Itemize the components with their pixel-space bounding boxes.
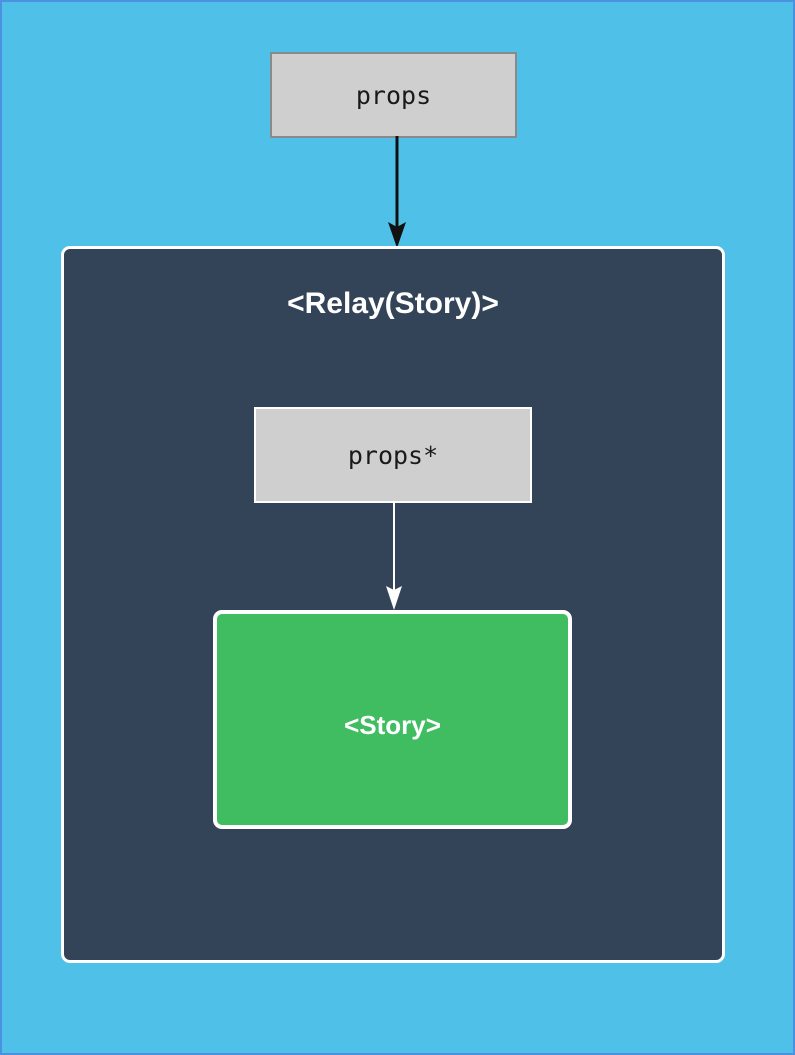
edge-props-to-relay-arrow xyxy=(388,136,406,248)
node-props: props xyxy=(270,52,517,138)
node-story-label: <Story> xyxy=(344,710,441,740)
node-props-label: props xyxy=(355,80,432,110)
edge-innerprops-to-story-arrow xyxy=(386,502,402,610)
node-props-star: props* xyxy=(254,407,532,503)
node-story: <Story> xyxy=(213,610,572,829)
node-props-star-label: props* xyxy=(347,440,439,470)
node-relay-panel-title: <Relay(Story)> xyxy=(287,287,499,320)
